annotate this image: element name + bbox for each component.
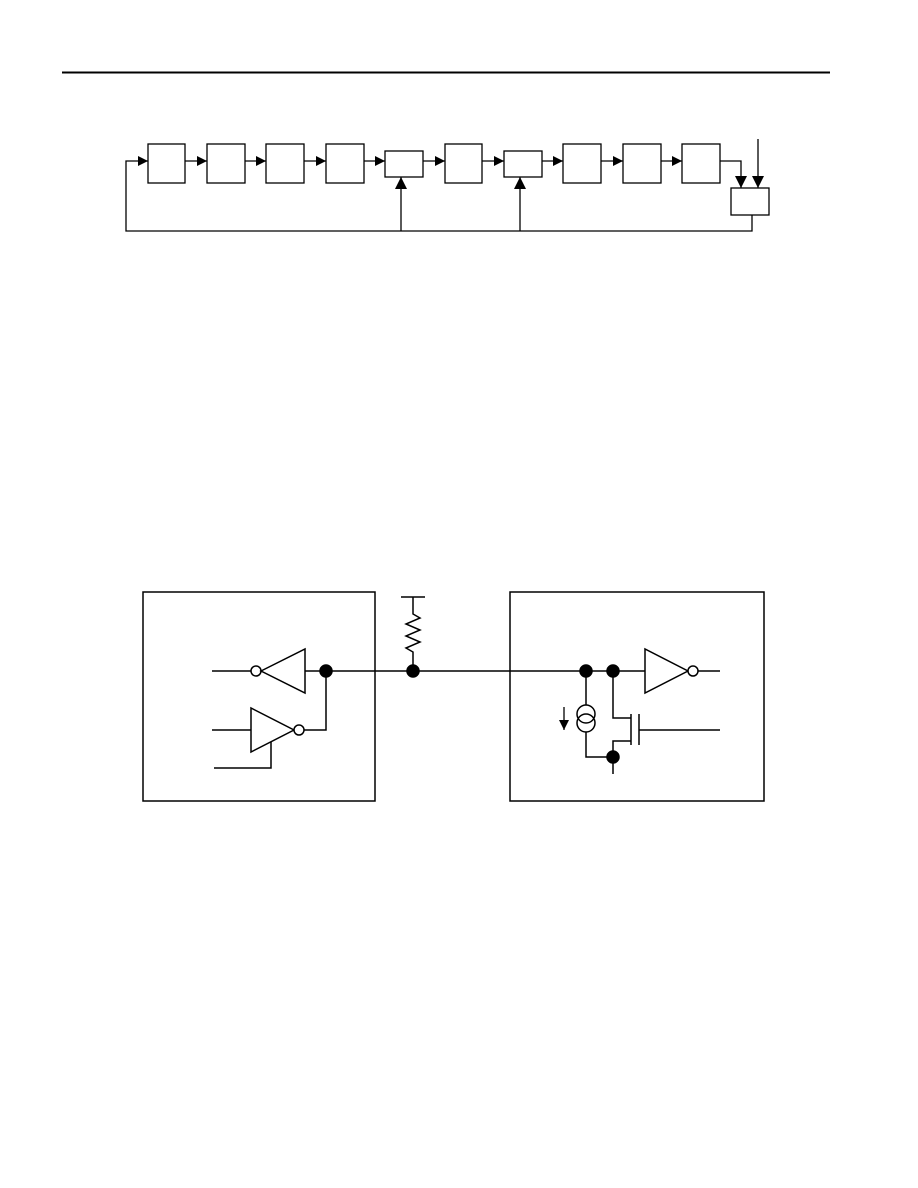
- driver-buffer-icon: [250, 706, 296, 754]
- driver-enable-line: [214, 742, 272, 769]
- pullup-resistor-icon: [404, 597, 422, 671]
- register-stage: [562, 143, 602, 184]
- transistor-drain-line: [612, 671, 631, 719]
- right-device-block: [509, 591, 765, 802]
- current-source-icon: [576, 704, 596, 724]
- inversion-bubble: [687, 665, 699, 677]
- driver-output-line: [304, 671, 327, 731]
- xor-gate-box: [730, 187, 770, 216]
- register-stage: [622, 143, 662, 184]
- receiver-buffer-icon: [259, 647, 306, 695]
- junction-dot: [406, 664, 420, 678]
- lfsr-diagram: [125, 139, 770, 232]
- register-stage: [444, 143, 483, 184]
- left-device-block: [142, 591, 376, 802]
- current-source-return: [585, 732, 613, 758]
- receiver-buffer-icon: [644, 647, 690, 695]
- stage-output-line: [720, 160, 747, 188]
- register-stage: [206, 143, 246, 184]
- register-stage: [325, 143, 365, 184]
- pullup-diagram: [142, 591, 765, 802]
- register-stage: [681, 143, 721, 184]
- register-stage: [147, 143, 186, 184]
- register-stage: [265, 143, 305, 184]
- xor-gate-box: [384, 150, 424, 178]
- junction-dot: [606, 750, 620, 764]
- feedback-line: [125, 156, 753, 232]
- inversion-bubble: [293, 724, 305, 736]
- xor-gate-box: [503, 150, 543, 178]
